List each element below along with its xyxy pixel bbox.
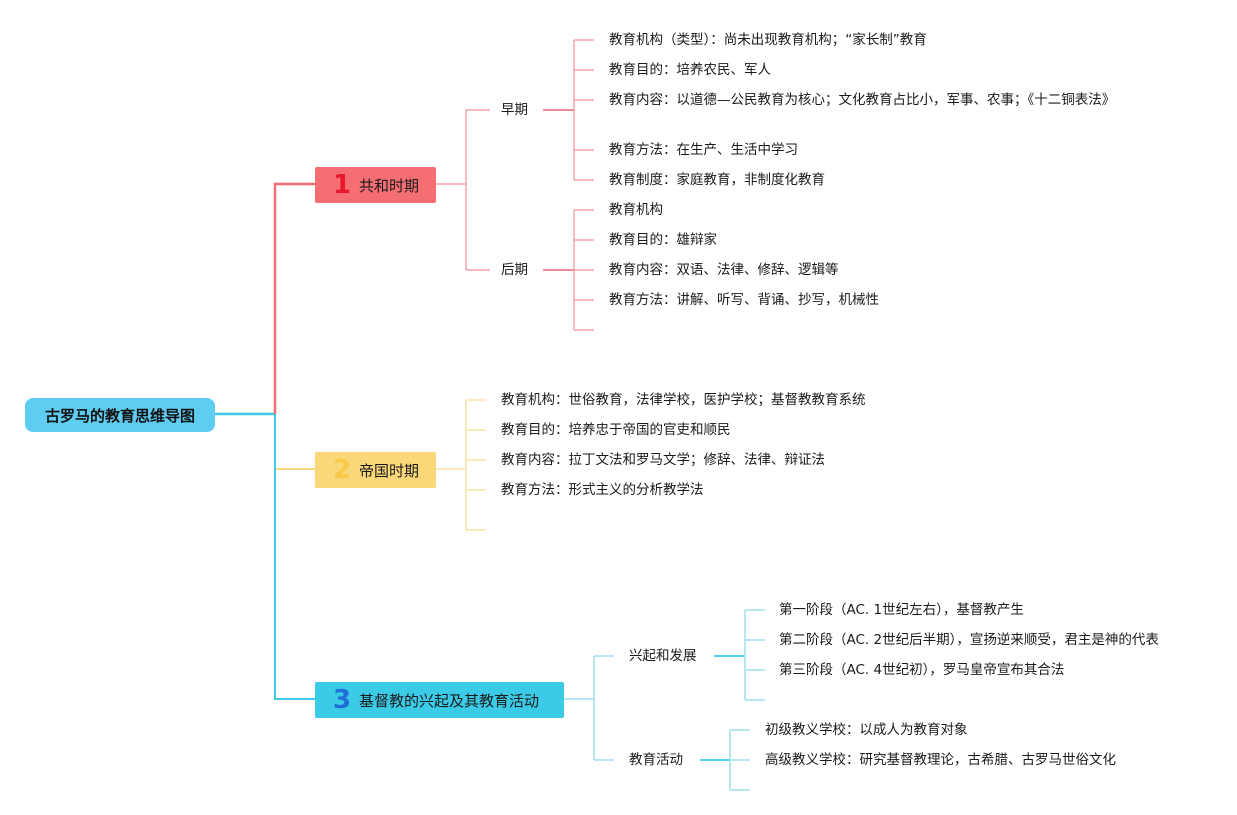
leaf-item[interactable]: 教育机构：世俗教育，法律学校，医护学校；基督教教育系统 <box>501 392 866 408</box>
topic-number: 3 <box>332 685 352 715</box>
leaf-item[interactable]: 教育内容：以道德—公民教育为核心；文化教育占比小，军事、农事；《十二铜表法》 <box>609 92 1116 108</box>
leaf-item[interactable]: 教育机构 <box>609 202 663 218</box>
subtopic-activity[interactable]: 教育活动 <box>629 752 683 768</box>
subtopic-late[interactable]: 后期 <box>501 262 528 278</box>
root-node[interactable]: 古罗马的教育思维导图 <box>25 398 215 432</box>
leaf-item[interactable]: 教育方法：在生产、生活中学习 <box>609 142 798 158</box>
leaf-item[interactable]: 教育制度：家庭教育，非制度化教育 <box>609 172 825 188</box>
leaf-item[interactable]: 第三阶段（AC. 4世纪初），罗马皇帝宣布其合法 <box>779 662 1065 678</box>
root-label: 古罗马的教育思维导图 <box>44 406 195 425</box>
leaf-item[interactable]: 教育方法：形式主义的分析教学法 <box>501 482 704 498</box>
leaf-item[interactable]: 教育内容：双语、法律、修辞、逻辑等 <box>609 262 839 278</box>
topic-label: 共和时期 <box>359 176 420 195</box>
leaf-item[interactable]: 初级教义学校：以成人为教育对象 <box>765 722 968 738</box>
leaf-item[interactable]: 教育机构（类型）：尚未出现教育机构；“家长制”教育 <box>609 32 927 48</box>
leaf-item[interactable]: 教育目的：培养农民、军人 <box>609 62 771 78</box>
leaf-item[interactable]: 教育内容：拉丁文法和罗马文学；修辞、法律、辩证法 <box>501 452 825 468</box>
subtopic-rise[interactable]: 兴起和发展 <box>629 648 697 664</box>
leaf-item[interactable]: 教育目的：培养忠于帝国的官吏和顺民 <box>501 422 731 438</box>
leaf-item[interactable]: 教育目的：雄辩家 <box>609 232 717 248</box>
topic-number: 2 <box>332 455 352 485</box>
leaf-item[interactable]: 第二阶段（AC. 2世纪后半期），宣扬逆来顺受，君主是神的代表 <box>779 632 1159 648</box>
leaf-item[interactable]: 教育方法：讲解、听写、背诵、抄写，机械性 <box>609 292 879 308</box>
topic-number: 1 <box>332 170 352 200</box>
topic-label: 基督教的兴起及其教育活动 <box>359 691 540 710</box>
topic-christianity[interactable]: 3 基督教的兴起及其教育活动 <box>315 682 564 718</box>
subtopic-early[interactable]: 早期 <box>501 102 528 118</box>
topic-label: 帝国时期 <box>359 461 420 480</box>
topic-empire[interactable]: 2 帝国时期 <box>315 452 436 488</box>
leaf-item[interactable]: 高级教义学校：研究基督教理论，古希腊、古罗马世俗文化 <box>765 752 1116 768</box>
topic-republic[interactable]: 1 共和时期 <box>315 167 436 203</box>
leaf-item[interactable]: 第一阶段（AC. 1世纪左右），基督教产生 <box>779 602 1024 618</box>
